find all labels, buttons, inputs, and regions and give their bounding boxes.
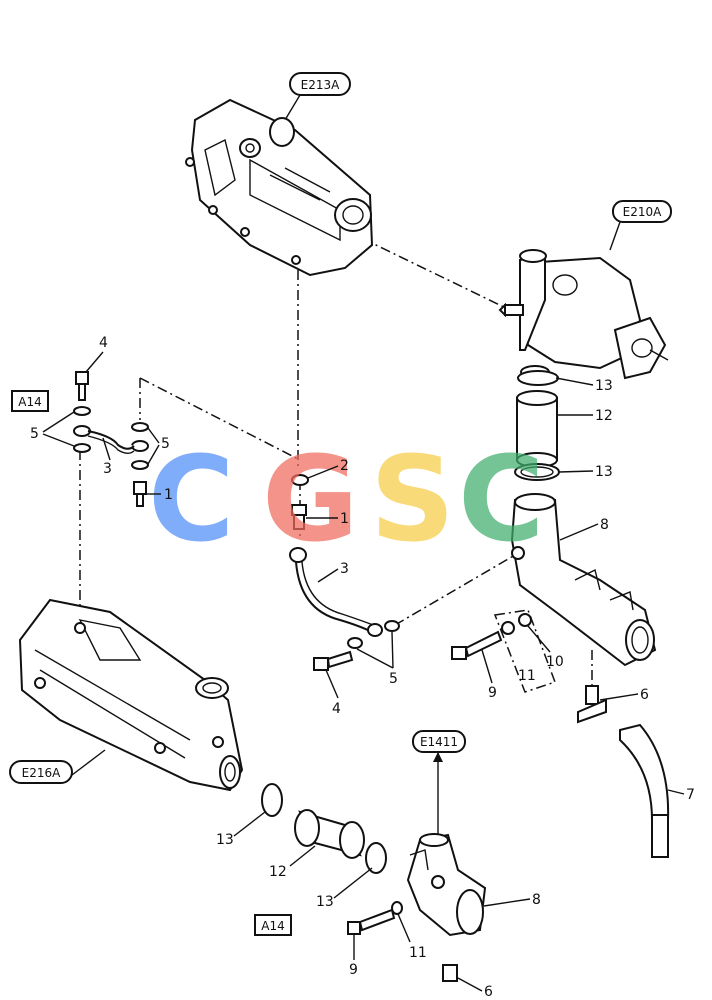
callout-9: 9 — [349, 962, 358, 978]
callouts: 4 5 3 5 1 2 1 3 4 5 13 12 13 8 9 11 — [30, 335, 695, 1000]
reference-label: E210A — [623, 205, 662, 219]
callout-8: 8 — [600, 517, 609, 533]
reference-label: E216A — [22, 766, 61, 780]
reference-box-a14-top: A14 — [11, 390, 49, 412]
reference-box-e216a: E216A — [9, 749, 106, 784]
watermark-letter: C — [458, 430, 545, 568]
callout-11: 11 — [518, 668, 536, 684]
callout-6: 6 — [484, 984, 493, 1000]
callout-1: 1 — [164, 487, 173, 503]
reference-box-e210a: E210A — [609, 200, 672, 251]
washers-left — [73, 406, 149, 470]
callout-8: 8 — [532, 892, 541, 908]
reference-label: A14 — [261, 919, 284, 933]
banjo-bolt-1-left — [133, 481, 147, 507]
cooler-housing-top — [185, 98, 374, 277]
hose-clamp-lower-left — [261, 783, 283, 817]
callout-12: 12 — [269, 864, 287, 880]
callout-13: 13 — [216, 832, 234, 848]
callout-11: 11 — [409, 945, 427, 961]
callout-5: 5 — [30, 426, 39, 442]
callout-5: 5 — [389, 671, 398, 687]
drain-cock-upper — [577, 685, 607, 724]
watermark-letter: C — [148, 430, 235, 568]
bolt-9-lower — [347, 908, 396, 935]
banjo-bolt-1-center — [291, 504, 307, 530]
reference-box-e1411: E1411 — [412, 730, 466, 840]
hose-clamp-upper — [517, 370, 559, 386]
washers-center — [347, 620, 400, 649]
reference-box-e213a: E213A — [284, 72, 351, 121]
washer-2 — [291, 474, 309, 486]
drain-plug-lower — [442, 964, 458, 982]
bolt-9-upper — [451, 630, 503, 660]
washer-11-lower — [391, 901, 403, 915]
cooler-housing-bottom — [18, 598, 244, 792]
bolt-4-top — [75, 371, 89, 401]
watermark-letter: S — [370, 430, 455, 568]
callout-13: 13 — [595, 378, 613, 394]
callout-10: 10 — [546, 654, 564, 670]
watermark-letter: G — [262, 430, 359, 568]
callout-9: 9 — [488, 685, 497, 701]
callout-3: 3 — [103, 461, 112, 477]
hose-right — [619, 723, 670, 858]
water-pipe-tee-lower — [406, 833, 487, 937]
callout-4: 4 — [332, 701, 341, 717]
reference-label: E1411 — [420, 735, 458, 749]
washers-10-11-upper — [493, 609, 556, 693]
callout-13: 13 — [595, 464, 613, 480]
bolt-4-center — [313, 650, 354, 671]
callout-7: 7 — [686, 787, 695, 803]
watermark: C G S C — [148, 430, 545, 568]
callout-1: 1 — [340, 511, 349, 527]
oil-pipe-short — [87, 430, 135, 454]
reference-label: A14 — [18, 395, 41, 409]
callout-3: 3 — [340, 561, 349, 577]
callout-6: 6 — [640, 687, 649, 703]
callout-2: 2 — [340, 458, 349, 474]
oil-pipe-long — [289, 547, 383, 637]
callout-5: 5 — [161, 436, 170, 452]
water-pump — [498, 249, 669, 380]
reference-label: E213A — [301, 78, 340, 92]
hose-clamp-lower-right — [365, 842, 387, 874]
rubber-sleeve-lower — [294, 809, 365, 859]
callout-12: 12 — [595, 408, 613, 424]
water-pipe-elbow-upper — [510, 493, 657, 667]
reference-box-a14-bottom: A14 — [254, 914, 292, 936]
rubber-sleeve-upper — [516, 390, 558, 468]
callout-4: 4 — [99, 335, 108, 351]
callout-13: 13 — [316, 894, 334, 910]
